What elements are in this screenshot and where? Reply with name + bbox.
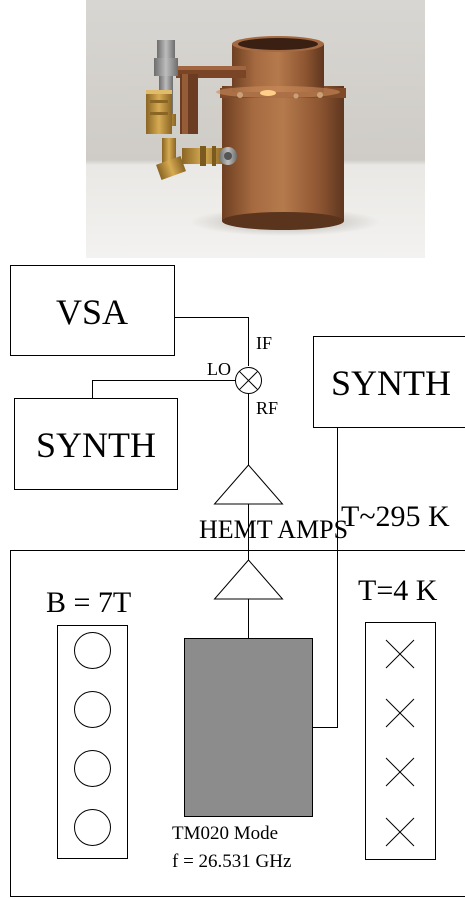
synth-right-label: SYNTH	[331, 363, 451, 403]
block-diagram	[10, 265, 465, 897]
magnet-coil-icon	[74, 632, 111, 669]
rf-label: RF	[256, 398, 278, 418]
magnet-column	[57, 625, 128, 859]
cross-icon	[385, 817, 415, 847]
magnet-coil-icon	[74, 809, 111, 846]
cold-temp-label: T=4 K	[358, 574, 438, 607]
cross-icon	[385, 698, 415, 728]
vsa-box	[10, 265, 175, 356]
cross-icon	[385, 639, 415, 669]
if-line	[174, 317, 249, 366]
hemt-amp-upper-icon	[213, 464, 284, 505]
synth-right-box	[313, 336, 465, 428]
hemt-amps-label: HEMT AMPS	[199, 515, 348, 544]
cavity-block	[184, 638, 313, 817]
lo-label: LO	[207, 359, 231, 379]
brass-elbow-connector	[156, 138, 237, 180]
diagram-labels: VSA SYNTH SYNTH IF LO RF HEMT AMPS T~295…	[36, 292, 451, 872]
cross-icon	[385, 757, 415, 787]
lo-line	[92, 380, 235, 399]
frequency-label: f = 26.531 GHz	[172, 851, 291, 872]
hemt-amp-lower-icon	[213, 559, 284, 600]
brass-block	[146, 90, 172, 134]
vsa-label: VSA	[56, 292, 128, 332]
cold-column	[365, 622, 436, 860]
synth-lo-box	[14, 398, 178, 490]
magnet-coil-icon	[74, 691, 111, 728]
synth-drive-line	[313, 427, 338, 728]
copper-arm	[176, 66, 246, 134]
room-temp-label: T~295 K	[341, 500, 450, 533]
magnet-coil-icon	[74, 750, 111, 787]
mixer-icon	[235, 367, 262, 394]
field-label: B = 7T	[46, 586, 131, 619]
mode-label: TM020 Mode	[172, 823, 278, 844]
synth-lo-label: SYNTH	[36, 425, 156, 465]
copper-cylinder	[216, 36, 346, 230]
if-label: IF	[256, 333, 272, 353]
cryostat-boundary	[10, 550, 465, 897]
cavity-photo	[86, 0, 425, 258]
